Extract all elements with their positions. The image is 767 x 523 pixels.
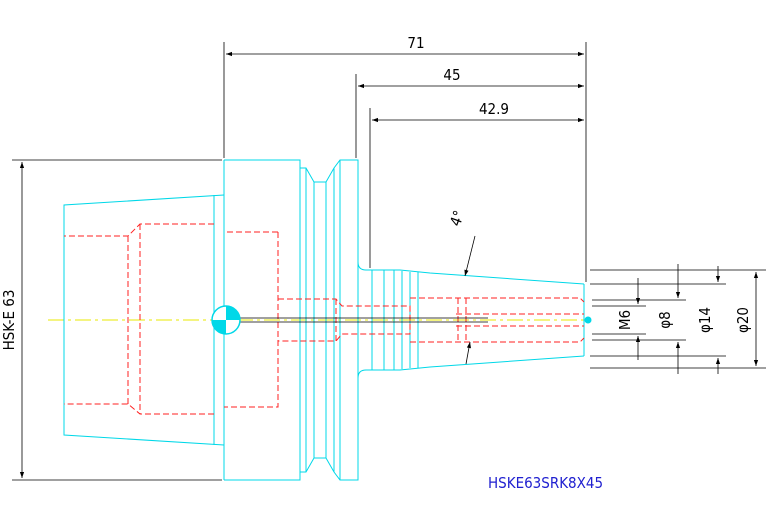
dim-flange-label: HSK-E 63: [0, 290, 18, 351]
flange-outline: [224, 159, 359, 481]
bore-hidden-lines: [278, 297, 585, 343]
nose-center-dot: [584, 316, 592, 324]
hsk-shank-hidden-lines: [64, 223, 279, 415]
dim-taper-diameter: φ20: [734, 307, 752, 333]
dim-nose-diameter: φ14: [696, 307, 714, 333]
bore-axis-lines: [238, 317, 488, 323]
dim-thread: M6: [616, 310, 634, 330]
dim-taper-length: 42.9: [479, 100, 509, 118]
dim-overall-length: 71: [407, 34, 424, 52]
dim-gauge-length: 45: [443, 66, 460, 84]
extension-lines: [12, 42, 766, 481]
dimension-lines: [19, 51, 759, 478]
nose-outline: [357, 261, 585, 379]
part-code: HSKE63SRK8X45: [488, 474, 603, 492]
dim-bore: φ8: [656, 311, 674, 328]
datum-circle-symbol: [211, 305, 241, 335]
dim-taper-angle: 4°: [446, 208, 468, 229]
